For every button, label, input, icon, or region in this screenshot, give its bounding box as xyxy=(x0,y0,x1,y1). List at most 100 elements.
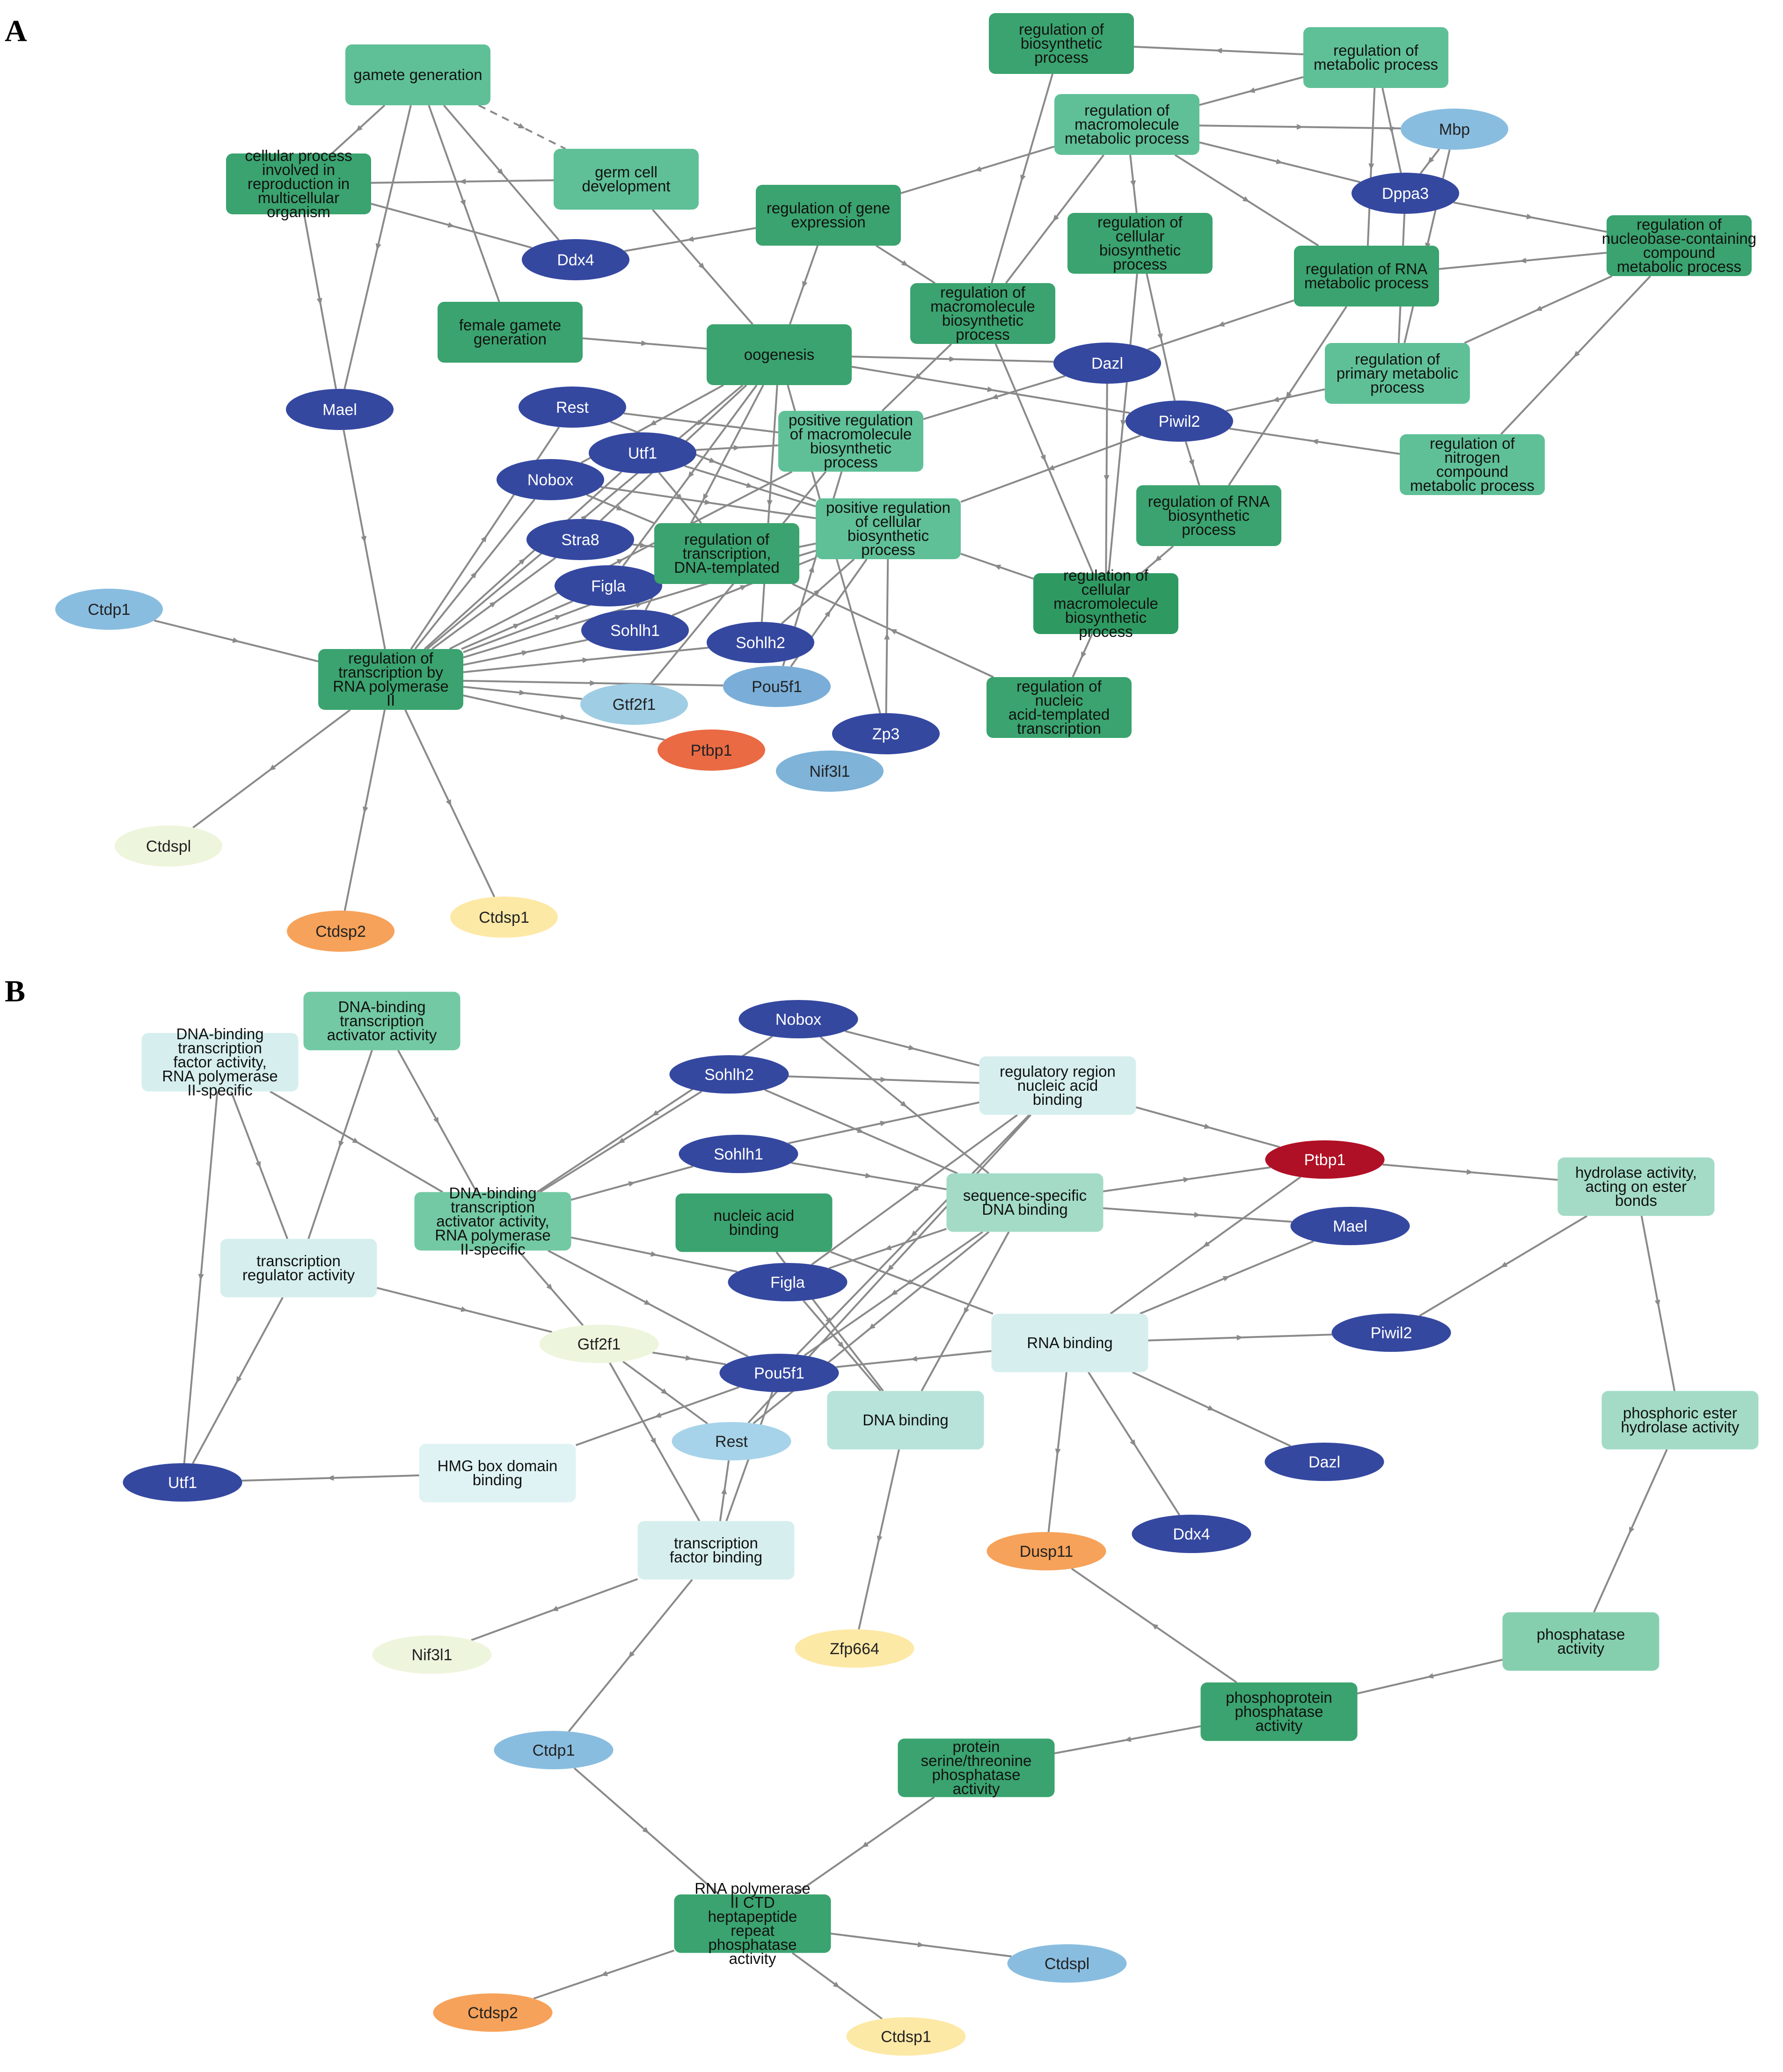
gene-node-a_ctdsp2[interactable]: Ctdsp2 xyxy=(287,911,395,952)
gene-node-b_dazl[interactable]: Dazl xyxy=(1264,1443,1384,1481)
gene-node-b_zfp664[interactable]: Zfp664 xyxy=(795,1629,914,1668)
gene-node-b_ptbp1[interactable]: Ptbp1 xyxy=(1265,1140,1385,1179)
gene-node-b_nobox[interactable]: Nobox xyxy=(738,1000,858,1038)
gene-node-a_utf1[interactable]: Utf1 xyxy=(589,432,696,474)
go-term-box xyxy=(989,13,1134,74)
gene-node-a_ptbp1[interactable]: Ptbp1 xyxy=(658,730,765,771)
gene-node-a_ctdspl[interactable]: Ctdspl xyxy=(115,825,222,867)
edge-arrow xyxy=(375,243,381,250)
gene-node-a_sohlh1[interactable]: Sohlh1 xyxy=(581,610,689,651)
gene-node-b_sohlh2[interactable]: Sohlh2 xyxy=(669,1055,789,1094)
gene-node-a_dppa3[interactable]: Dppa3 xyxy=(1352,173,1459,214)
gene-node-b_dusp11[interactable]: Dusp11 xyxy=(986,1532,1106,1570)
go-term-box xyxy=(979,1056,1136,1115)
gene-node-b_ddx4[interactable]: Ddx4 xyxy=(1132,1515,1251,1553)
gene-node-b_gtf2f1[interactable]: Gtf2f1 xyxy=(539,1325,659,1363)
gene-node-a_mael[interactable]: Mael xyxy=(286,389,394,430)
gene-node-b_ctdsp2[interactable]: Ctdsp2 xyxy=(433,1993,553,2032)
gene-node-a_piwil2[interactable]: Piwil2 xyxy=(1125,401,1233,442)
edge-arrow xyxy=(1248,87,1256,93)
edge-arrow xyxy=(833,1981,840,1988)
gene-node-a_nif3l1[interactable]: Nif3l1 xyxy=(776,751,884,792)
gene-ellipse xyxy=(832,713,940,754)
gene-node-a_stra8[interactable]: Stra8 xyxy=(526,519,634,560)
edge-arrow xyxy=(661,1388,668,1395)
gene-node-a_ctdsp1[interactable]: Ctdsp1 xyxy=(450,897,558,938)
gene-node-b_ctdp1[interactable]: Ctdp1 xyxy=(494,1731,614,1769)
gene-node-b_pou5f1[interactable]: Pou5f1 xyxy=(719,1354,839,1392)
edge-arrow xyxy=(642,1827,650,1834)
gene-ellipse xyxy=(728,1263,848,1301)
go-term-node-a_gamete[interactable]: gamete generation xyxy=(345,44,490,105)
edge-arrow xyxy=(1654,1299,1660,1307)
gene-node-a_zp3[interactable]: Zp3 xyxy=(832,713,940,754)
gene-node-a_gtf2f1[interactable]: Gtf2f1 xyxy=(580,684,688,725)
node-label: Utf1 xyxy=(628,445,657,462)
go-term-node-b_rnabind[interactable]: RNA binding xyxy=(991,1313,1148,1372)
gene-node-b_piwil2[interactable]: Piwil2 xyxy=(1331,1313,1451,1352)
gene-node-b_ctdspl[interactable]: Ctdspl xyxy=(1007,1944,1127,1983)
gene-node-a_ctdp1[interactable]: Ctdp1 xyxy=(55,589,163,630)
gene-node-b_figla[interactable]: Figla xyxy=(728,1263,848,1301)
gene-node-a_nobox[interactable]: Nobox xyxy=(497,459,604,500)
go-term-box xyxy=(1136,485,1281,546)
gene-node-a_dazl[interactable]: Dazl xyxy=(1053,343,1161,384)
gene-node-b_utf1[interactable]: Utf1 xyxy=(123,1463,242,1502)
gene-node-a_ddx4[interactable]: Ddx4 xyxy=(522,239,629,280)
gene-node-a_figla[interactable]: Figla xyxy=(555,565,662,606)
go-term-node-b_dnabind[interactable]: DNA binding xyxy=(827,1391,984,1450)
gene-node-a_sohlh2[interactable]: Sohlh2 xyxy=(707,622,814,663)
edge-arrow xyxy=(1535,306,1542,311)
gene-node-b_sohlh1[interactable]: Sohlh1 xyxy=(679,1135,798,1173)
gene-node-a_rest[interactable]: Rest xyxy=(519,387,626,428)
gene-node-a_mbp[interactable]: Mbp xyxy=(1401,109,1508,150)
gene-node-a_pou5f1[interactable]: Pou5f1 xyxy=(723,666,831,707)
gene-node-b_rest[interactable]: Rest xyxy=(672,1422,791,1460)
go-term-node-a_oogenesis[interactable]: oogenesis xyxy=(707,324,852,385)
gene-node-b_nif3l1[interactable]: Nif3l1 xyxy=(372,1635,492,1674)
edge-arrow xyxy=(884,1245,892,1250)
gene-node-b_mael[interactable]: Mael xyxy=(1290,1207,1410,1245)
gene-node-b_ctdsp1[interactable]: Ctdsp1 xyxy=(846,2017,966,2056)
